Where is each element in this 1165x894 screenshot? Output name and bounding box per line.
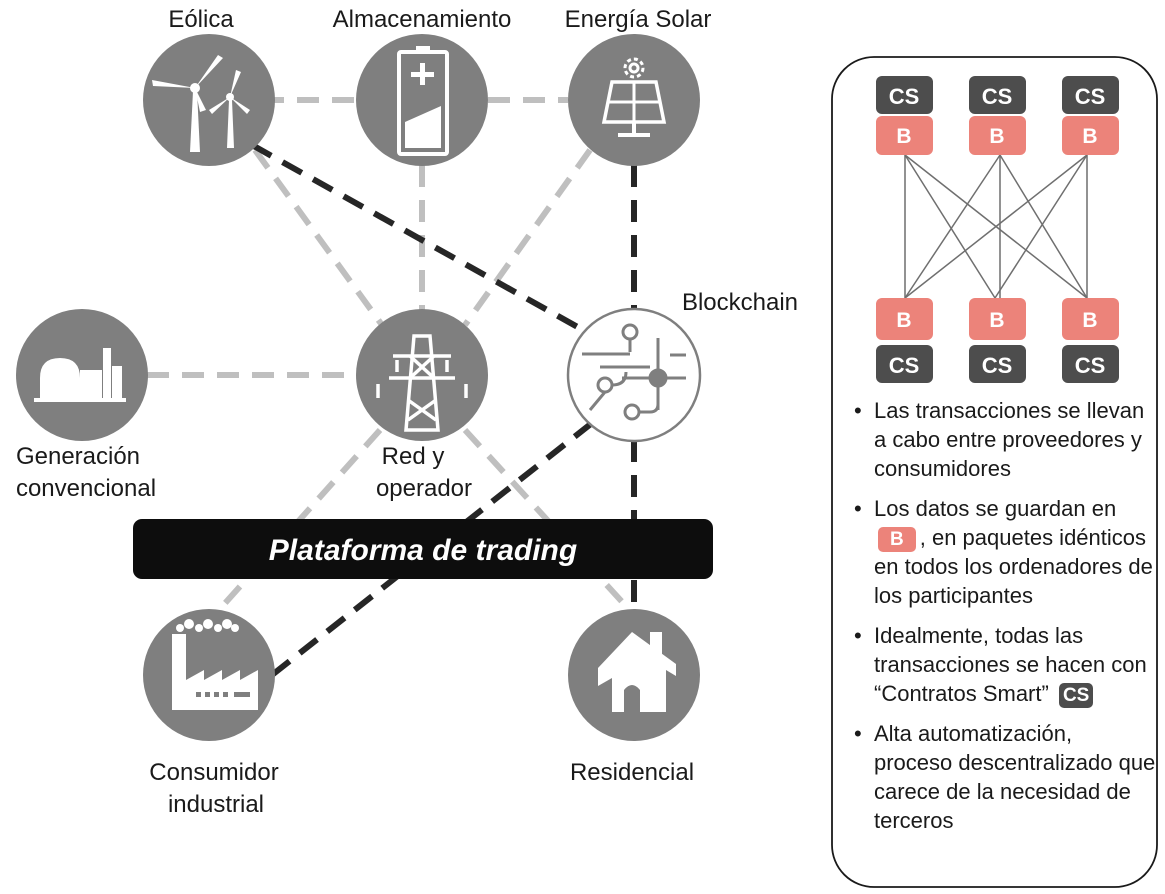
power-tower-icon	[376, 334, 468, 432]
house-icon	[598, 632, 676, 712]
label-solar: Energía Solar	[565, 6, 712, 33]
bullet-glyph: •	[854, 398, 862, 423]
inline-cs-badge: CS	[1058, 682, 1094, 708]
label-generacion-2: convencional	[16, 475, 156, 502]
link-eolica-blockchain	[250, 142, 585, 333]
b-block	[876, 116, 933, 155]
factory-icon	[172, 619, 258, 710]
legend-item-1: • Las transacciones se llevan a cabo ent…	[850, 396, 1156, 483]
wind-turbine-icon	[152, 55, 250, 152]
label-blockchain: Blockchain	[682, 289, 798, 316]
label-generacion-1: Generación	[16, 443, 140, 470]
node-residencial: Residencial	[568, 609, 700, 786]
label-red-2: operador	[376, 475, 472, 502]
legend-item-3-text: Idealmente, todas las transacciones se h…	[874, 623, 1147, 706]
svg-text:CS: CS	[889, 353, 920, 378]
b-block	[876, 298, 933, 340]
b-block	[969, 298, 1026, 340]
bullet-glyph: •	[854, 721, 862, 746]
label-almacenamiento: Almacenamiento	[333, 6, 512, 33]
svg-text:CS: CS	[1075, 353, 1106, 378]
b-block	[1062, 298, 1119, 340]
svg-text:B: B	[1082, 125, 1097, 148]
trading-platform-bar	[133, 519, 713, 579]
svg-text:CS: CS	[889, 84, 920, 109]
link-red-residencial	[462, 427, 628, 608]
legend-item-1-text: Las transacciones se llevan a cabo entre…	[874, 398, 1145, 481]
cs-block	[969, 345, 1026, 383]
label-consumidor-2: industrial	[168, 791, 264, 818]
svg-text:CS: CS	[982, 84, 1013, 109]
svg-text:B: B	[896, 309, 911, 332]
label-eolica: Eólica	[168, 6, 234, 33]
node-generacion-convencional: Generación convencional	[16, 309, 156, 502]
cs-block	[1062, 345, 1119, 383]
solar-panel-icon	[601, 57, 667, 137]
link-solar-red	[462, 148, 593, 327]
label-residencial: Residencial	[570, 759, 694, 786]
ledger-links	[904, 154, 1088, 299]
node-consumidor-industrial: Consumidor industrial	[143, 609, 279, 818]
legend-item-4-text: Alta automatización, proceso descentrali…	[874, 721, 1156, 833]
inline-b-badge: B	[878, 526, 916, 552]
ledger-top-row: CS CS CS B B B	[876, 76, 1119, 155]
cs-block	[1062, 76, 1119, 114]
legend-item-2-text-end: , en paquetes idénticos en todos los ord…	[874, 525, 1153, 608]
svg-text:B: B	[989, 125, 1004, 148]
circuit-network-icon	[582, 323, 686, 421]
bullet-glyph: •	[854, 496, 862, 521]
svg-text:B: B	[989, 309, 1004, 332]
legend-panel	[831, 56, 1158, 888]
node-eolica: Eólica	[143, 6, 275, 166]
legend-item-2-text-start: Los datos se guardan en	[874, 496, 1117, 521]
node-solar: Energía Solar	[565, 6, 712, 166]
legend-item-4: • Alta automatización, proceso descentra…	[850, 719, 1156, 835]
ledger-bottom-row: B B B CS CS CS	[876, 298, 1119, 383]
b-block	[1062, 116, 1119, 155]
link-eolica-red	[252, 148, 385, 327]
legend-bullet-list: • Las transacciones se llevan a cabo ent…	[850, 396, 1156, 846]
svg-text:B: B	[1082, 309, 1097, 332]
node-blockchain: Blockchain	[566, 289, 798, 443]
label-consumidor-1: Consumidor	[149, 759, 278, 786]
power-plant-icon	[34, 348, 126, 402]
battery-icon	[397, 46, 449, 156]
cs-block	[969, 76, 1026, 114]
legend-item-2: • Los datos se guardan en B, en paquetes…	[850, 494, 1156, 610]
svg-text:B: B	[896, 125, 911, 148]
bullet-glyph: •	[854, 623, 862, 648]
legend-item-3: • Idealmente, todas las transacciones se…	[850, 621, 1156, 708]
b-block	[969, 116, 1026, 155]
svg-text:CS: CS	[982, 353, 1013, 378]
node-almacenamiento: Almacenamiento	[333, 6, 512, 166]
svg-text:CS: CS	[1075, 84, 1106, 109]
link-red-industrial	[207, 427, 383, 623]
light-connections	[147, 97, 628, 623]
label-red-1: Red y	[382, 443, 445, 470]
trading-platform-label: Plataforma de trading	[269, 534, 577, 567]
cs-block	[876, 76, 933, 114]
cs-block	[876, 345, 933, 383]
node-red-operador: Red y operador	[356, 309, 488, 502]
